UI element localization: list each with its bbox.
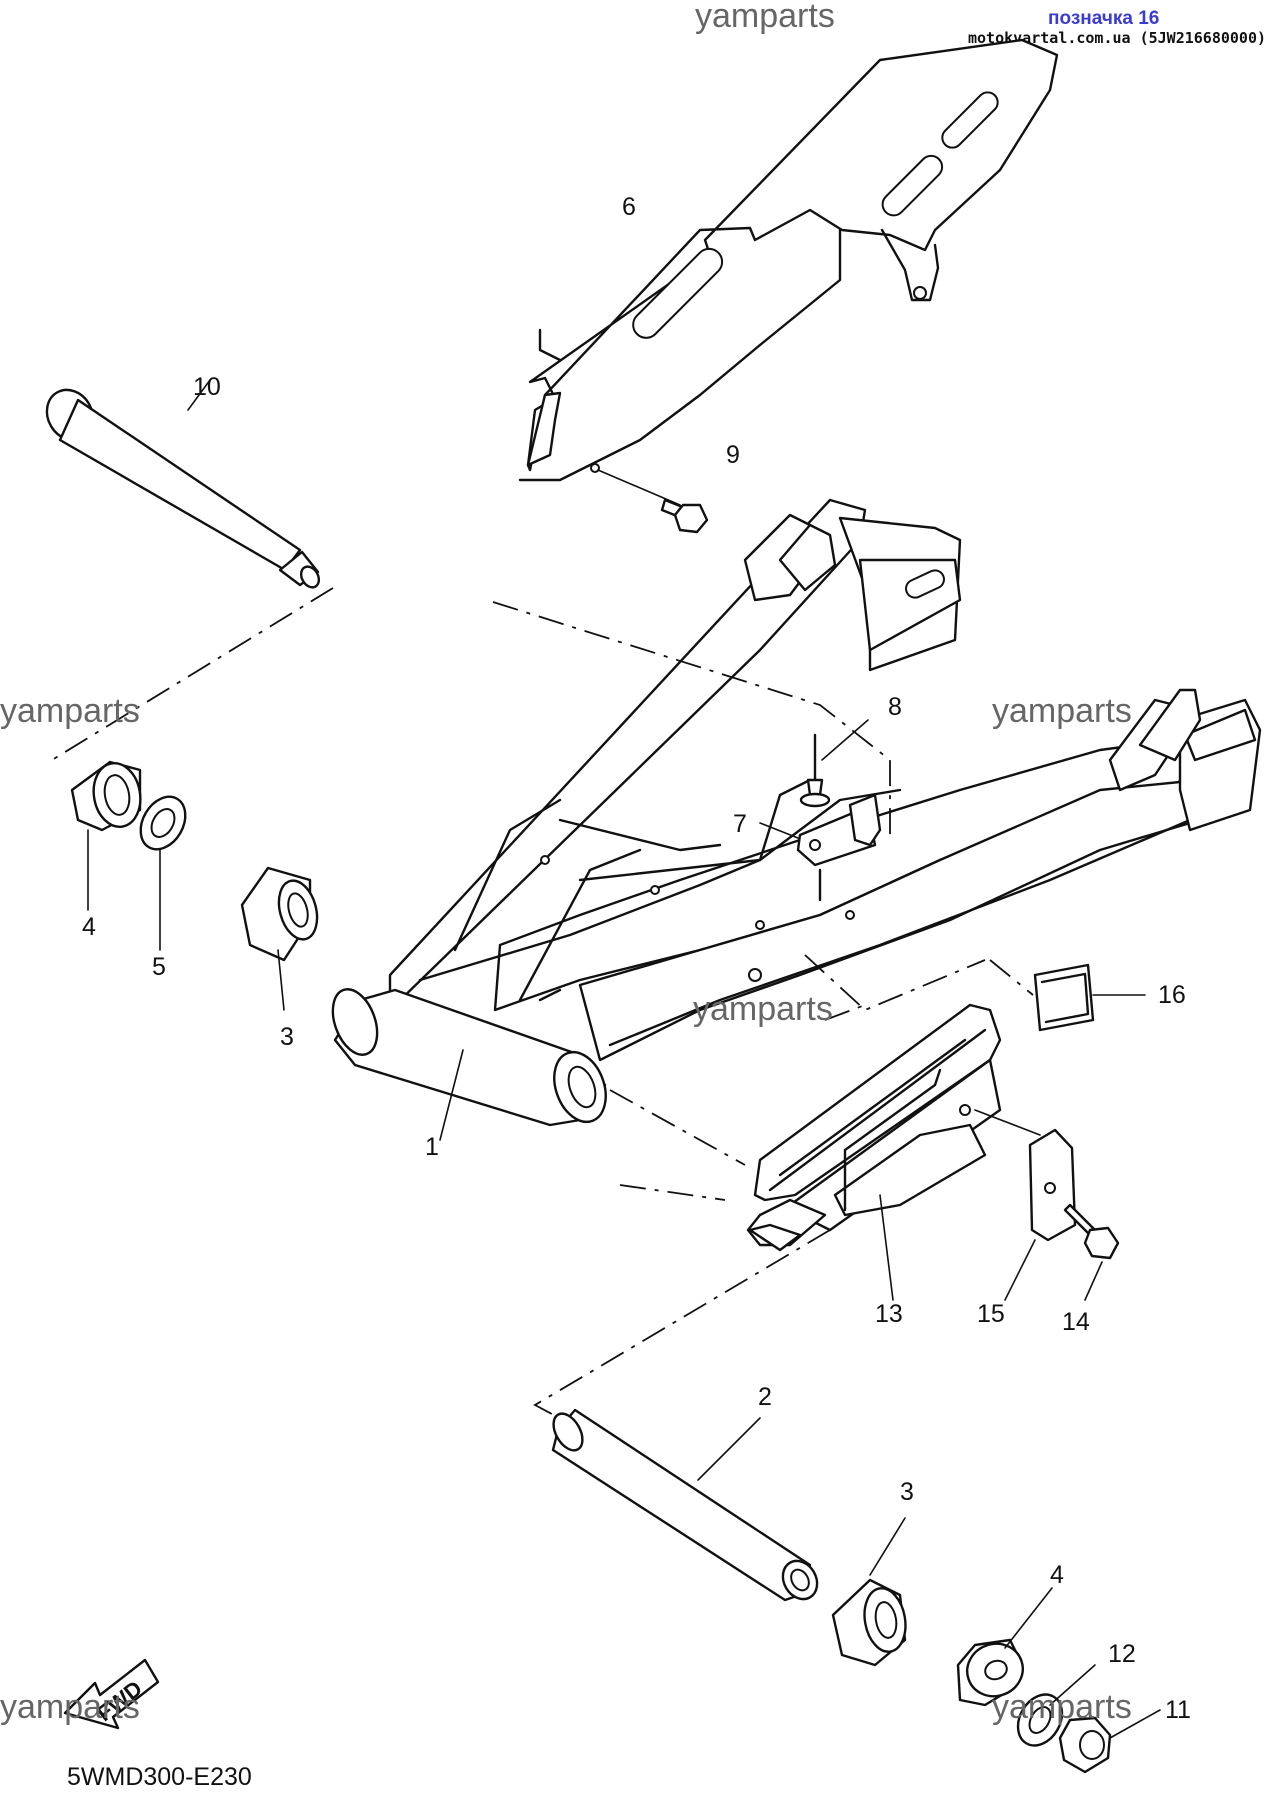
source-line: motokvartal.com.ua (5JW216680000): [968, 29, 1266, 47]
callout-12: 12: [1108, 1640, 1136, 1668]
callout-11: 11: [1165, 1696, 1191, 1724]
callout-5: 5: [152, 953, 166, 981]
watermark-left: yamparts: [0, 692, 140, 730]
oil-seal-right: [956, 1638, 1024, 1707]
callout-15: 15: [977, 1300, 1005, 1328]
guide-plate: [1028, 1128, 1077, 1242]
callout-2: 2: [758, 1383, 772, 1411]
callout-4-lower: 4: [1050, 1561, 1064, 1589]
callout-1: 1: [425, 1133, 439, 1161]
chain-guide-bracket: [796, 793, 882, 867]
watermark-top: yamparts: [695, 0, 835, 35]
bushing-upper: [240, 866, 319, 962]
watermark-bottom-left: yamparts: [0, 1688, 140, 1726]
thrust-washer-left: [139, 795, 187, 851]
callout-7: 7: [733, 810, 747, 838]
collar-shaft: [551, 1408, 819, 1602]
callout-3-lower: 3: [900, 1478, 914, 1506]
guide-bolt: [1063, 1203, 1120, 1260]
callout-3-upper: 3: [280, 1023, 294, 1051]
caution-label: [1033, 963, 1095, 1032]
callout-13: 13: [875, 1300, 903, 1328]
watermark-right: yamparts: [992, 692, 1132, 730]
pivot-shaft: [45, 388, 321, 589]
callout-16: 16: [1158, 981, 1186, 1009]
diagram-code: 5WMD300-E230: [67, 1763, 252, 1791]
callout-6: 6: [622, 193, 636, 221]
oil-seal-left: [70, 760, 142, 832]
bushing-lower: [831, 1578, 907, 1667]
rivet: [799, 733, 831, 808]
chain-guide: [746, 1003, 1002, 1252]
watermark-bottom-right: yamparts: [992, 1688, 1132, 1726]
chain-case: [518, 38, 1059, 482]
pivot-nut: [1058, 1716, 1112, 1774]
callout-8: 8: [888, 693, 902, 721]
callout-9: 9: [726, 441, 740, 469]
swingarm: [331, 498, 1262, 1127]
reference-link[interactable]: позначка 16: [1048, 8, 1159, 29]
callout-4-upper: 4: [82, 913, 96, 941]
callout-14: 14: [1062, 1308, 1090, 1336]
thrust-washer-right: [1016, 1693, 1064, 1747]
case-bolt: [660, 498, 709, 534]
callout-10: 10: [193, 373, 221, 401]
watermark-center: yamparts: [693, 990, 833, 1028]
